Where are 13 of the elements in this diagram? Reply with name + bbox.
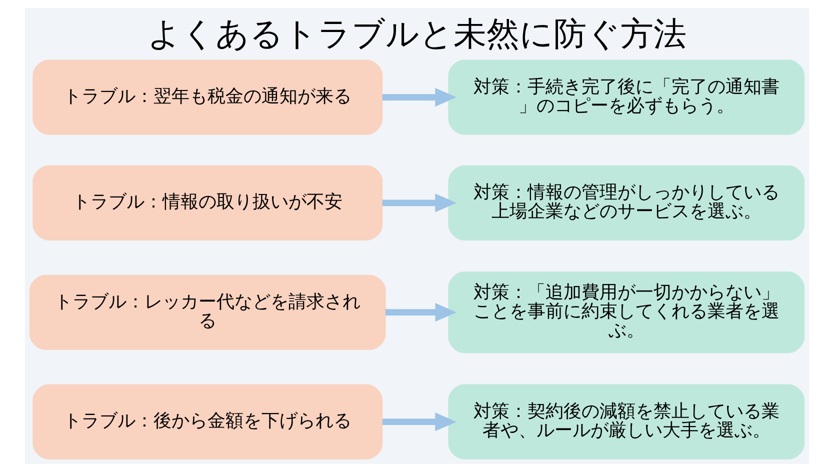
node-box: トラブル：情報の取り扱いが不安 bbox=[32, 165, 382, 240]
node-box: トラブル：翌年も税金の通知が来る bbox=[32, 60, 382, 135]
node-box: トラブル：レッカー代などを請求される bbox=[28, 274, 386, 350]
arrow bbox=[382, 88, 456, 107]
node-box: トラブル：後から金額を下げられる bbox=[32, 384, 382, 460]
node-box: 対策：手続き完了後に「完了の通知書」のコピーを必ずもらう。 bbox=[448, 60, 804, 135]
node-box: 対策：契約後の減額を禁止している業者や、ルールが厳しい大手を選ぶ。 bbox=[448, 384, 804, 460]
diagram-title: よくあるトラブルと未然に防ぐ方法 bbox=[147, 14, 686, 53]
node-box: 対策：情報の管理がしっかりしている上場企業などのサービスを選ぶ。 bbox=[448, 165, 804, 240]
node-box: 対策：「追加費用が一切かからない」ことを事前に約束してくれる業者を選ぶ。 bbox=[448, 272, 804, 354]
arrow bbox=[382, 194, 456, 212]
arrow bbox=[382, 412, 456, 432]
arrow bbox=[384, 303, 456, 322]
